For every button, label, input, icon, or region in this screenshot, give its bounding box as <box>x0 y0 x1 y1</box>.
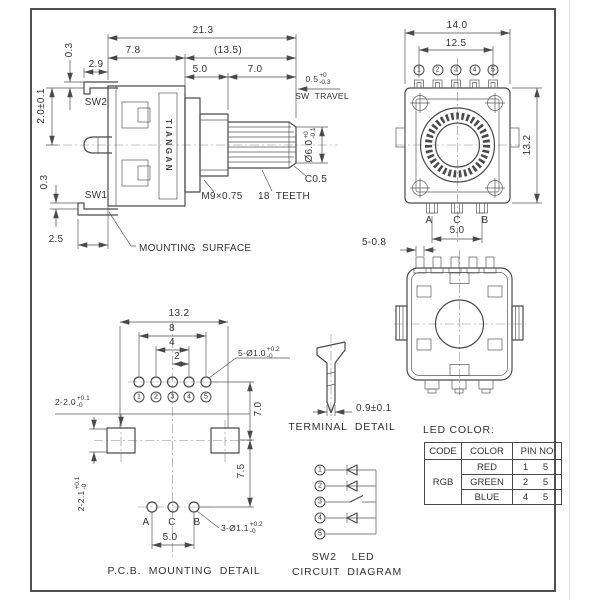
pcb-terminal-a: A <box>142 517 150 528</box>
dim-pcb-70: 7.0 <box>253 401 264 417</box>
pin-number-badge: 1 <box>133 391 145 403</box>
cell-color-blue: BLUE <box>461 489 513 505</box>
cell-code: RGB <box>424 459 462 505</box>
dim-holes3: 3-Ø1.1+0.2-0 <box>221 520 263 535</box>
dim-pin-width: 5-0.8 <box>362 237 387 248</box>
led-color-caption: LED COLOR: <box>423 423 495 436</box>
dim-sw2-gap: 0.3 <box>64 42 75 58</box>
dim-total-length: 21.3 <box>192 25 214 36</box>
terminal-detail-linework <box>313 334 352 420</box>
dim-slots-height: 2-2.1+0.1-0 <box>73 476 88 512</box>
drawing-border-frame <box>30 8 556 592</box>
dim-rear-length: (13.5) <box>214 45 242 56</box>
pin-number-badge: 1 <box>314 464 326 476</box>
led-color-table-wrap: CODE COLOR PIN NO RGB RED 1 5 GREEN 2 5 … <box>424 442 562 505</box>
pin-number-badge: 5 <box>487 64 499 76</box>
pin-number-badge: 3 <box>167 391 178 403</box>
front-view-linework <box>395 29 542 243</box>
circuit-diagram-title-1: SW2 LED <box>311 550 375 563</box>
dim-terminal-thickness: 0.9±0.1 <box>356 403 392 414</box>
label-teeth-count: 18 TEETH <box>258 191 310 202</box>
table-header-row: CODE COLOR PIN NO <box>424 442 562 460</box>
dim-pin-span: 12.5 <box>445 38 467 49</box>
page-edge-line <box>569 0 570 600</box>
dim-pcb-75: 7.5 <box>236 463 247 479</box>
dim-sw-travel: 0.5+0-0.3 <box>305 71 331 86</box>
pin-number-badge: 4 <box>183 391 195 403</box>
table-row: GREEN 2 5 <box>425 474 562 490</box>
circuit-diagram-title-2: CIRCUIT DIAGRAM <box>291 565 403 578</box>
terminal-b-label: B <box>481 215 489 226</box>
circuit-diagram-linework <box>326 464 377 535</box>
dim-pcb-ab-span: 5.0 <box>162 532 178 543</box>
pin-number-badge: 4 <box>314 512 326 524</box>
dim-body-height: 2.0±0.1 <box>36 88 47 124</box>
dim-body-width: 14.0 <box>446 20 468 31</box>
brand-logo: TIANGAN <box>164 119 173 173</box>
cell-color-green: GREEN <box>461 474 513 490</box>
terminal-a-label: A <box>425 215 433 226</box>
dim-holes5: 5-Ø1.0+0.2-0 <box>238 345 280 360</box>
dim-sw1-gap: 0.3 <box>39 174 50 190</box>
back-view-linework <box>394 246 526 398</box>
cell-pins-blue: 4 5 <box>512 489 562 505</box>
label-sw1: SW1 <box>84 190 108 201</box>
col-code: CODE <box>424 442 462 460</box>
cell-pins-red: 1 5 <box>512 459 562 475</box>
pcb-detail-title: P.C.B. MOUNTING DETAIL <box>107 564 261 577</box>
pcb-terminal-b: B <box>193 517 201 528</box>
pcb-terminal-c: C <box>168 517 176 528</box>
pin-number-badge: 2 <box>150 391 162 403</box>
terminal-c-label: C <box>453 215 461 226</box>
pin-number-badge: 3 <box>450 64 462 76</box>
table-row: RGB RED 1 5 <box>424 459 562 505</box>
pin-number-badge: 5 <box>314 528 326 540</box>
dim-ab-span: 5.0 <box>449 225 465 236</box>
dim-bushing-length: 5.0 <box>192 64 208 75</box>
pin-number-badge: 3 <box>314 496 326 508</box>
dim-sw-offset: 2.9 <box>88 59 104 70</box>
dim-shaft-diameter: Ø6.0+0-0.1 <box>302 127 317 163</box>
side-view-linework <box>46 34 340 249</box>
table-row: BLUE 4 5 <box>425 489 562 505</box>
label-chamfer: C0.5 <box>304 174 328 185</box>
dim-pcb-offset: 2.5 <box>48 234 64 245</box>
col-color: COLOR <box>461 442 513 460</box>
dim-body-height-front: 13.2 <box>522 134 533 156</box>
pin-number-badge: 2 <box>314 480 326 492</box>
dim-pcb-4: 4 <box>169 337 175 348</box>
led-color-table: CODE COLOR PIN NO RGB RED 1 5 GREEN 2 5 … <box>424 442 562 505</box>
dim-shaft-length: 7.0 <box>247 64 263 75</box>
pin-number-badge: 2 <box>432 64 443 76</box>
col-pin-no: PIN NO <box>512 442 562 460</box>
dim-front-length: 7.8 <box>125 45 141 56</box>
label-thread-spec: M9×0.75 <box>201 191 243 202</box>
pcb-detail-linework <box>55 319 290 556</box>
terminal-detail-title: TERMINAL DETAIL <box>288 420 396 433</box>
dim-pcb-width: 13.2 <box>168 308 190 319</box>
dim-pcb-8: 8 <box>169 323 175 334</box>
cell-color-red: RED <box>461 459 513 475</box>
dim-pcb-2: 2 <box>174 351 180 362</box>
label-sw2: SW2 <box>84 97 108 108</box>
dim-slots-width: 2-2.0+0.1-0 <box>55 394 90 409</box>
pin-number-badge: 5 <box>200 391 212 403</box>
label-mounting-surface: MOUNTING SURFACE <box>139 243 252 254</box>
label-sw-travel: SW TRAVEL <box>295 90 349 101</box>
cell-pins-green: 2 5 <box>512 474 562 490</box>
pin-number-badge: 4 <box>469 64 480 76</box>
pin-number-badge: 1 <box>413 64 425 76</box>
